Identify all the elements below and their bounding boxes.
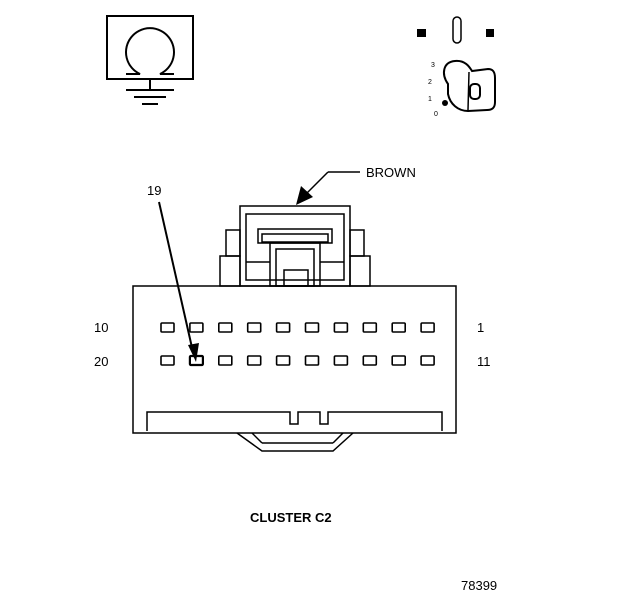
pin-label-bottom-right: 11 <box>477 354 491 369</box>
pin-cavity-19 <box>188 354 204 367</box>
pin-cavity-13 <box>362 355 378 366</box>
figure-id: 78399 <box>461 578 497 593</box>
pin-cavity-20 <box>160 355 175 366</box>
ground-symbol-icon <box>106 15 194 105</box>
pin-label-top-left: 10 <box>94 320 108 335</box>
pin-cavity-3 <box>362 322 378 333</box>
pin-cavity-5 <box>304 322 320 333</box>
pin-cavity-9 <box>189 322 204 333</box>
pin-cavity-7 <box>246 322 262 333</box>
pin-cavities <box>160 322 435 367</box>
pin-cavity-11 <box>420 355 435 366</box>
pin-19-callout: 19 <box>147 183 199 362</box>
pin-cavity-10 <box>160 322 175 333</box>
connector-color-label: BROWN <box>366 165 416 180</box>
connector-body <box>132 285 457 452</box>
pin-label-bottom-left: 20 <box>94 354 108 369</box>
connector-latch <box>219 205 371 287</box>
pin-cavity-17 <box>246 355 262 366</box>
pin-cavity-18 <box>218 355 233 366</box>
ignition-position-2: 2 <box>428 79 432 86</box>
connector-name: CLUSTER C2 <box>250 510 332 525</box>
pin-label-top-right: 1 <box>477 320 484 335</box>
pin-cavity-8 <box>218 322 233 333</box>
color-callout: BROWN <box>296 165 416 205</box>
ignition-key-icon: 3 2 1 0 <box>417 16 496 118</box>
pin-cavity-15 <box>304 355 320 366</box>
pin-cavity-14 <box>333 355 349 366</box>
pin-cavity-6 <box>275 322 291 333</box>
pin-cavity-1 <box>420 322 435 333</box>
ignition-position-3: 3 <box>431 62 435 69</box>
pin-cavity-2 <box>391 322 407 333</box>
ignition-position-1: 1 <box>428 96 432 103</box>
highlight-pin-label: 19 <box>147 183 161 198</box>
ignition-position-0: 0 <box>434 111 438 118</box>
pin-cavity-4 <box>333 322 349 333</box>
pin-cavity-16 <box>275 355 291 366</box>
pin-cavity-12 <box>391 355 407 366</box>
